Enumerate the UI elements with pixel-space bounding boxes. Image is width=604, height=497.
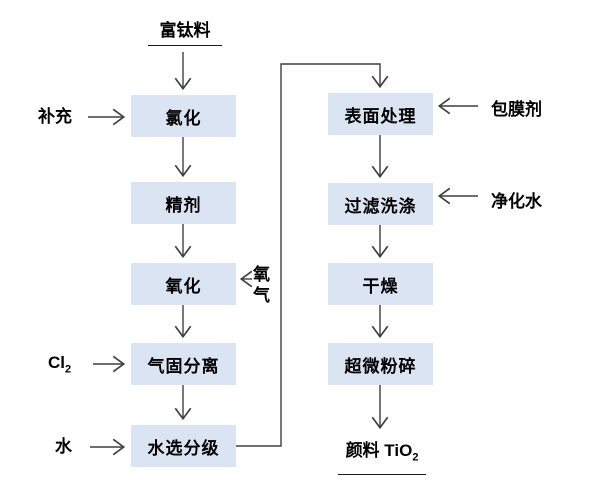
node-water-classification: 水选分级: [131, 425, 236, 467]
node-gas-solid-separation: 气固分离: [131, 343, 236, 385]
input-cl2-label: Cl2: [48, 352, 71, 377]
input-coating-agent-label: 包膜剂: [491, 100, 542, 119]
input-purified-water-label: 净化水: [491, 192, 542, 211]
node-refining: 精剂: [131, 182, 236, 224]
input-water-label: 水: [55, 437, 72, 456]
input-makeup-label: 补充: [38, 107, 72, 126]
node-drying: 干燥: [328, 263, 433, 305]
cl2-subscript: 2: [65, 363, 72, 376]
node-filter-washing: 过滤洗涤: [328, 183, 433, 225]
connector-water-classify-to-surface-treat: [236, 63, 389, 447]
start-node-label: 富钛料: [148, 20, 222, 47]
end-node-subscript: 2: [412, 451, 419, 464]
end-node-text: 颜料 TiO: [345, 441, 413, 460]
node-surface-treatment: 表面处理: [328, 93, 433, 135]
cl2-text: Cl: [48, 353, 65, 372]
input-oxygen-label: 氧 气: [253, 264, 270, 307]
end-node-label: 颜料 TiO2: [338, 440, 426, 476]
oxygen-label-line1: 氧: [253, 265, 270, 284]
oxygen-label-line2: 气: [253, 286, 270, 306]
node-ultrafine-grinding: 超微粉碎: [328, 343, 433, 385]
node-chlorination: 氯化: [131, 95, 236, 137]
node-oxidation: 氧化: [131, 263, 236, 305]
